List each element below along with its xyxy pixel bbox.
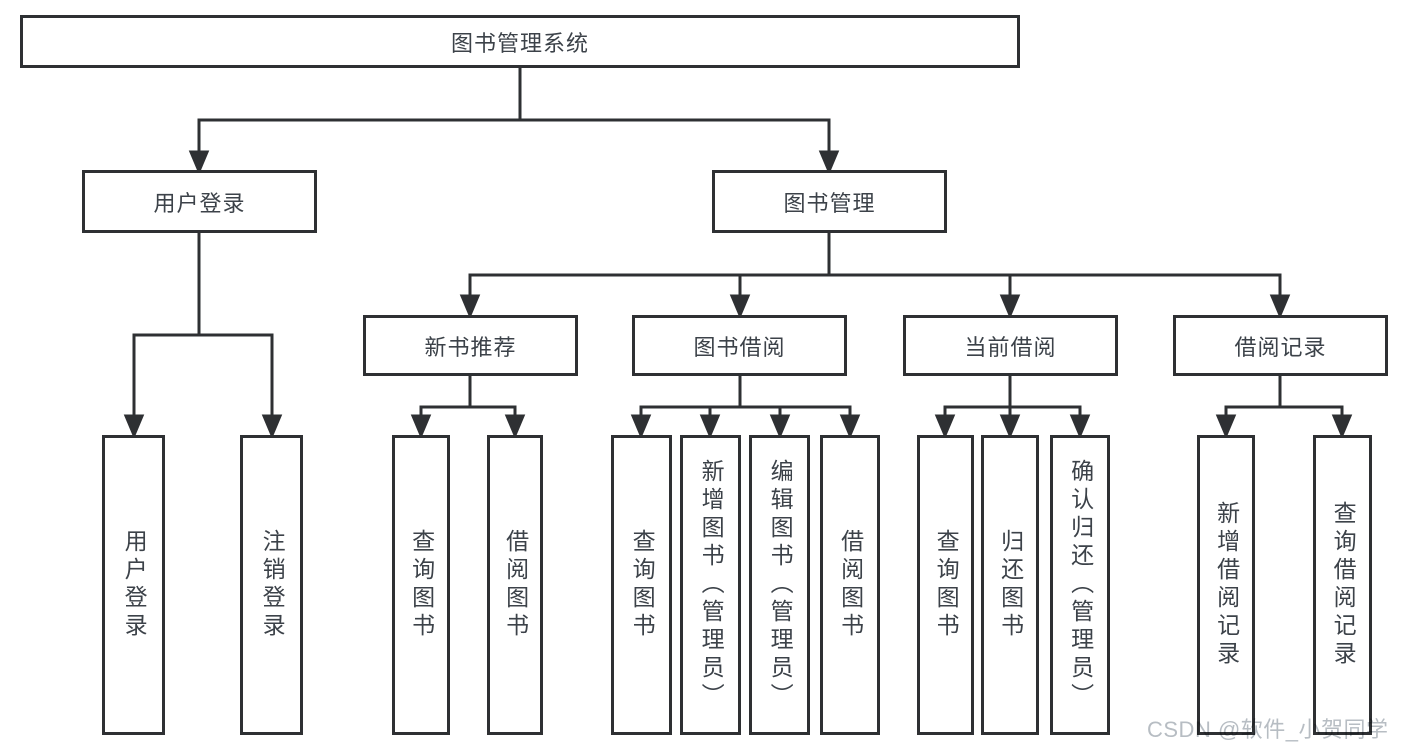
node-label: 归还图书 bbox=[997, 529, 1024, 641]
node-label: 借阅图书 bbox=[837, 529, 864, 641]
node-label: 当前借阅 bbox=[964, 334, 1057, 360]
node-label: 查询图书 bbox=[933, 529, 960, 641]
node-label: 新增图书（管理员） bbox=[698, 459, 725, 711]
arrowhead-icon bbox=[839, 414, 861, 439]
leaf-records-add: 新增借阅记录 bbox=[1197, 435, 1255, 735]
leaf-user-login: 用户登录 bbox=[102, 435, 165, 735]
node-label: 图书借阅 bbox=[693, 334, 786, 360]
arrowhead-icon bbox=[729, 294, 751, 319]
arrowhead-icon bbox=[261, 414, 283, 439]
arrowhead-icon bbox=[1215, 414, 1237, 439]
node-label: 新增借阅记录 bbox=[1213, 501, 1240, 669]
arrowhead-icon bbox=[410, 414, 432, 439]
node-book-management: 图书管理 bbox=[712, 170, 947, 233]
arrowhead-icon bbox=[1269, 294, 1291, 319]
arrowhead-icon bbox=[630, 414, 652, 439]
leaf-current-query: 查询图书 bbox=[917, 435, 974, 735]
node-label: 编辑图书（管理员） bbox=[767, 459, 794, 711]
node-label: 确认归还（管理员） bbox=[1067, 459, 1094, 711]
node-label: 用户登录 bbox=[153, 190, 246, 216]
leaf-logout: 注销登录 bbox=[240, 435, 303, 735]
leaf-current-return: 归还图书 bbox=[981, 435, 1039, 735]
arrowhead-icon bbox=[999, 294, 1021, 319]
node-label: 借阅图书 bbox=[502, 529, 529, 641]
watermark: CSDN @软件_小贺同学 bbox=[1147, 717, 1389, 742]
node-label: 查询借阅记录 bbox=[1330, 501, 1357, 669]
node-label: 新书推荐 bbox=[424, 334, 517, 360]
leaf-borrowing-borrow: 借阅图书 bbox=[820, 435, 880, 735]
arrowhead-icon bbox=[1331, 414, 1353, 439]
node-label: 查询图书 bbox=[408, 529, 435, 641]
arrowhead-icon bbox=[818, 150, 840, 175]
node-label: 注销登录 bbox=[259, 529, 286, 641]
node-label: 借阅记录 bbox=[1234, 334, 1327, 360]
leaf-current-confirm-admin: 确认归还（管理员） bbox=[1050, 435, 1110, 735]
node-new-book-recommend: 新书推荐 bbox=[363, 315, 578, 376]
arrowhead-icon bbox=[1069, 414, 1091, 439]
arrowhead-icon bbox=[123, 414, 145, 439]
leaf-borrowing-edit-admin: 编辑图书（管理员） bbox=[749, 435, 810, 735]
leaf-borrowing-query: 查询图书 bbox=[611, 435, 672, 735]
node-label: 用户登录 bbox=[121, 529, 148, 641]
arrowhead-icon bbox=[769, 414, 791, 439]
node-current-borrowing: 当前借阅 bbox=[903, 315, 1118, 376]
leaf-newbooks-query: 查询图书 bbox=[392, 435, 450, 735]
arrowhead-icon bbox=[459, 294, 481, 319]
leaf-records-query: 查询借阅记录 bbox=[1313, 435, 1372, 735]
node-book-borrowing: 图书借阅 bbox=[632, 315, 847, 376]
arrowhead-icon bbox=[934, 414, 956, 439]
node-user-login: 用户登录 bbox=[82, 170, 317, 233]
leaf-newbooks-borrow: 借阅图书 bbox=[487, 435, 543, 735]
arrowhead-icon bbox=[999, 414, 1021, 439]
arrowhead-icon bbox=[504, 414, 526, 439]
node-root: 图书管理系统 bbox=[20, 15, 1020, 68]
arrowhead-icon bbox=[188, 150, 210, 175]
node-label: 图书管理 bbox=[783, 190, 876, 216]
leaf-borrowing-add-admin: 新增图书（管理员） bbox=[680, 435, 741, 735]
node-label: 查询图书 bbox=[629, 529, 656, 641]
node-label: 图书管理系统 bbox=[450, 30, 589, 56]
node-borrowing-records: 借阅记录 bbox=[1173, 315, 1388, 376]
arrowhead-icon bbox=[699, 414, 721, 439]
